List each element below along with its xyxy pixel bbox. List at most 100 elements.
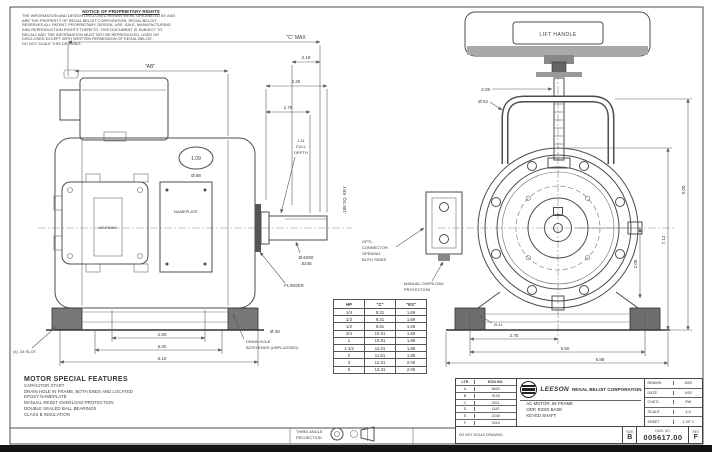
overload-1: MANUAL OVERLOAD	[404, 281, 444, 286]
dim-178: 1.78	[284, 105, 293, 110]
front-dimensions-right: 7.12 9.00 2.06	[566, 98, 692, 331]
notes-line: DO NOT SCALE THIS DRAWING.	[22, 41, 82, 47]
shaft	[255, 204, 328, 252]
side-base	[46, 307, 264, 331]
dim-base-inner: 2.50	[158, 332, 167, 337]
feature-item: MANUAL RESET OVERLOAD PROTECTION	[24, 400, 114, 406]
feature-item: DOUBLE SEALED BALL BEARINGS	[24, 405, 97, 411]
shaft-dia-bot: .6245	[300, 261, 312, 266]
notes-line: DISCLOSED EXCEPT WITH WRITTEN PERMISSION…	[22, 36, 153, 42]
dim-209: 2.09	[481, 87, 490, 92]
conduit-box-front	[425, 191, 463, 261]
feature-item: EPOXY NAMEPLATE	[24, 394, 67, 400]
projection-symbol	[330, 426, 375, 442]
front-view: LIFT HANDLE 2.09 Ø.62	[362, 11, 692, 367]
description-line: AC MOTOR, 56 FRAME	[526, 401, 573, 406]
lift-handle-tube	[501, 95, 615, 164]
optl-3: OPENING	[362, 251, 380, 256]
title-block-bottom: DO NOT SCALE DRAWING SIZE B DWG. NO. 005…	[456, 426, 702, 443]
keyway-notes: 1.41 FULL DEPTH .188 SQ. KEY	[280, 138, 347, 214]
notes-line: THE INFORMATION AND DESIGN DISCLOSED HER…	[22, 13, 176, 18]
dim-ab: "AB"	[145, 64, 155, 70]
dim-225: 2.25	[292, 79, 301, 84]
special-features: MOTOR SPECIAL FEATURES CAPACITOR START D…	[24, 376, 264, 417]
motor-face	[477, 147, 643, 311]
overload-reset-button	[438, 254, 450, 261]
company-logo	[520, 381, 538, 398]
front-dimensions-bottom: Ø.41 2.75 5.50 6.88	[445, 312, 669, 367]
notes-line: RECALL AND THE INFORMATION MUST NOT BE R…	[22, 31, 160, 37]
col-c: "C"	[364, 299, 396, 309]
revision-header: LTR ECN NO.	[456, 379, 517, 386]
motor-body	[54, 137, 256, 309]
title-block-center: LEESON REGAL BELOIT CORPORATION AC MOTOR…	[517, 379, 646, 426]
rev-cell: REV F	[688, 427, 702, 443]
front-notes: OPTL. CONNECTOR OPENING BOTH SIDES MANUA…	[362, 227, 444, 292]
company-name: REGAL BELOIT CORPORATION	[571, 387, 642, 392]
feature-item: DRAIN HOLE IN FRAME, BOTH ENDS AND LOCAT…	[24, 388, 133, 394]
dim-c-max: "C" MAX	[286, 35, 306, 41]
notes-line: ARE THE PROPERTY OF REGAL BELOIT CORPORA…	[22, 17, 157, 23]
key-depth-2: FULL	[296, 144, 307, 149]
description-line: KEYED SHAFT	[526, 413, 557, 419]
size-cell: SIZE B	[622, 427, 636, 443]
optl-2: CONNECTOR	[362, 245, 388, 250]
side-dimensions-top: "C" MAX "AB" 2.19 2.25 1.78	[67, 35, 328, 213]
flinger-disc	[255, 204, 261, 252]
dim-front-mid: 5.50	[561, 346, 570, 351]
handle-top-view: LIFT HANDLE	[464, 11, 651, 77]
key-depth-1: 1.41	[297, 138, 306, 143]
dim-712: 7.12	[661, 235, 666, 244]
side-view: WARNING 1.09 Ø.88 NAMEPLATE	[13, 35, 352, 366]
lead-hole: 1.09 Ø.88	[178, 146, 214, 178]
drawing-border	[9, 6, 704, 445]
optl-4: BOTH SIDES	[362, 257, 387, 262]
dim-base-mid: 5.00	[158, 344, 167, 349]
lead-hole-dim: 1.09	[191, 156, 201, 162]
drain-note-1: DRAIN HOLE	[246, 339, 271, 344]
col-es: "ES"	[395, 299, 427, 309]
drawing-number-cell: DWG. NO. 005617.00	[636, 427, 688, 443]
capacitor-cover: WARNING	[53, 173, 149, 273]
nameplate-label: NAMEPLATE	[174, 209, 198, 214]
features-title: MOTOR SPECIAL FEATURES	[24, 376, 128, 383]
dimension-table-header: HP "C" "ES"	[333, 299, 427, 309]
shaft-dia-top: Ø.6250	[299, 255, 314, 260]
notes-title: NOTICE OF PROPRIETARY RIGHTS	[82, 9, 160, 14]
side-dimensions-bottom: 2.50 5.00 6.10 (4) .34 SLOT	[13, 310, 259, 366]
eye-bolt-stem	[547, 77, 571, 169]
drain-note-2: BOTH ENDS (UNPLUGGED)	[246, 345, 299, 350]
dim-front-outer: 6.88	[596, 357, 605, 362]
bottom-black-band	[0, 445, 712, 452]
dim-900: 9.00	[681, 185, 686, 194]
terminal-box	[59, 69, 169, 142]
notes-line: RESERVES ALL PATENT, PROPRIETARY, DESIGN…	[22, 22, 171, 28]
slot-dia: Ø.41	[494, 322, 503, 327]
brand-name: LEESON	[540, 386, 569, 393]
dim-062: Ø.62	[478, 99, 488, 104]
col-hp: HP	[333, 299, 365, 309]
optl-1: OPTL.	[362, 239, 374, 244]
lead-hole-dia: Ø.88	[191, 173, 201, 178]
key-depth-3: DEPTH	[294, 150, 308, 155]
warning-label: WARNING	[98, 225, 117, 230]
